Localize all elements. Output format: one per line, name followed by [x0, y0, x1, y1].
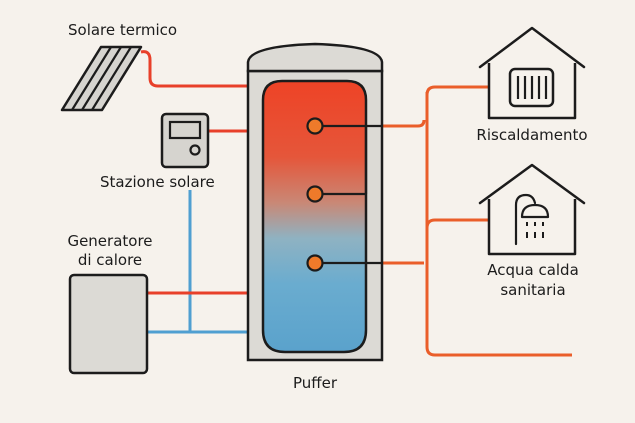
solar-panel-icon [60, 45, 143, 112]
heat-generator: Generatore di calore [67, 232, 153, 375]
pipes [140, 50, 572, 357]
house-radiator-icon [478, 26, 586, 120]
sensor-middle [306, 185, 324, 203]
tank-icon [246, 42, 384, 362]
pipe-outlet-riser [425, 85, 572, 357]
tank-water-gradient [261, 79, 368, 354]
boiler-icon [68, 273, 149, 375]
pipe-tank-top-outlet [380, 119, 426, 128]
hot-water-label-line2: sanitaria [500, 281, 565, 299]
sensor-bottom [306, 254, 324, 272]
sensor-top [306, 117, 324, 135]
heating: Riscaldamento [476, 26, 588, 144]
house-shower-icon [478, 163, 586, 256]
hot-water-label-line1: Acqua calda [487, 261, 579, 279]
heat-generator-label-line1: Generatore [67, 232, 152, 250]
pipe-to-hot-water [425, 218, 488, 229]
controller-icon [160, 112, 210, 169]
solar-station: Stazione solare [100, 112, 215, 191]
solar-collector: Solare termico [60, 21, 177, 112]
heating-label: Riscaldamento [476, 126, 587, 144]
hot-water: Acqua calda sanitaria [478, 163, 586, 299]
solar-station-label: Stazione solare [100, 173, 215, 191]
pipe-solar-to-tank [140, 50, 248, 88]
heat-generator-label-line2: di calore [78, 251, 142, 269]
solar-collector-label: Solare termico [68, 21, 177, 39]
buffer-tank: Puffer [246, 42, 384, 392]
buffer-tank-label: Puffer [293, 374, 338, 392]
